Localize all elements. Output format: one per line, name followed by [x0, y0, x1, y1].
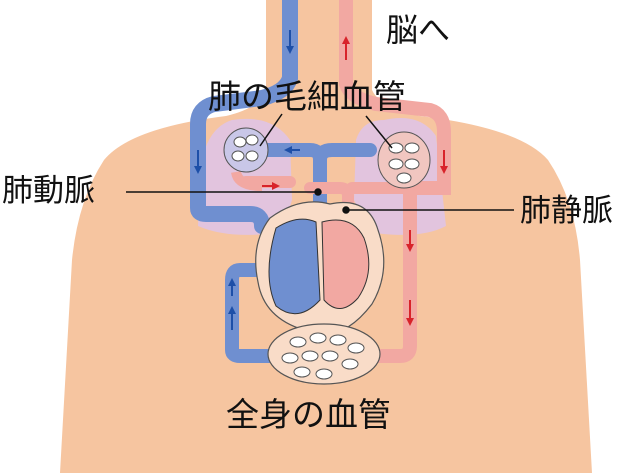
right-heart-chambers: [268, 218, 321, 315]
leader-lung-capillary-left: [259, 113, 283, 147]
label-pulmonary-vein: 肺静脈: [520, 193, 613, 229]
left-capillary-bed: [223, 127, 269, 173]
leader-lines: [126, 113, 514, 214]
flow-arrows: [194, 30, 448, 330]
pulmonary-artery-vessel: [255, 143, 377, 219]
lung-left-return: [231, 170, 263, 191]
label-pulmonary-artery: 肺動脈: [2, 173, 95, 209]
aorta-to-brain: [339, 0, 451, 363]
systemic-capillary-bed: [267, 323, 381, 385]
label-to-brain: 脳へ: [386, 11, 451, 49]
label-body-vessels: 全身の血管: [226, 395, 391, 434]
arterial-vessels: [231, 0, 451, 363]
leader-lung-capillary-right: [365, 115, 393, 149]
label-lung-capillaries: 肺の毛細血管: [208, 77, 406, 116]
heart: [255, 201, 385, 335]
left-heart-chambers: [321, 219, 370, 309]
vena-cava-upper: [190, 0, 298, 234]
